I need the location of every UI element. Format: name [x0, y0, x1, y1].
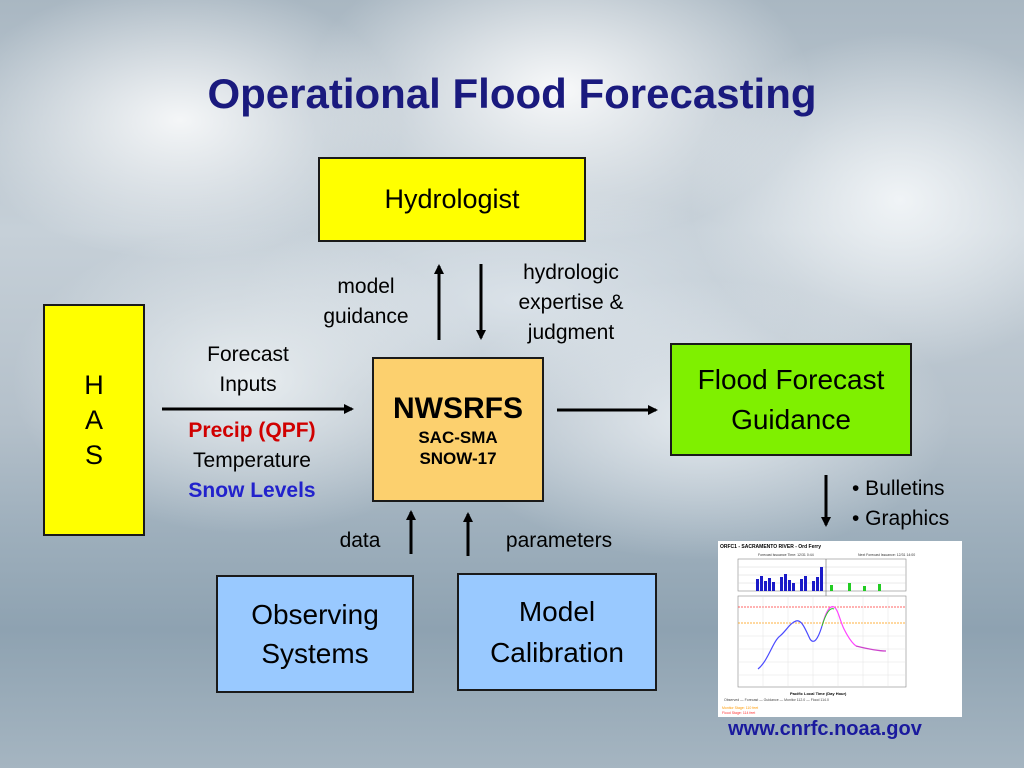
- expertise-line1: hydrologic: [523, 261, 619, 284]
- calibration-line1: Model: [518, 596, 596, 627]
- parameters-label: parameters: [505, 529, 613, 552]
- forecast-inputs-line1: Forecast: [207, 343, 289, 366]
- forecast-inputs-label: Forecast Inputs: [188, 340, 308, 400]
- hydrograph-x-label: Pacific Local Time (Day Hour): [790, 691, 847, 696]
- model-guidance-label: model guidance: [308, 272, 424, 332]
- model-calibration-box: Model Calibration: [457, 573, 657, 691]
- has-letter-s: S: [84, 439, 103, 470]
- has-box: H A S: [43, 304, 145, 536]
- model-guidance-line2: guidance: [323, 305, 409, 328]
- nwsrfs-box: NWSRFS SAC-SMA SNOW-17: [372, 357, 544, 502]
- hydrologist-label: Hydrologist: [384, 184, 520, 214]
- nwsrfs-label: NWSRFS: [393, 391, 523, 425]
- outputs-list: • Bulletins • Graphics: [852, 474, 1002, 534]
- flood-forecast-line2: Guidance: [731, 403, 851, 435]
- sac-sma-label: SAC-SMA: [418, 427, 498, 447]
- has-letter-h: H: [84, 369, 104, 400]
- hydrograph-legend: Observed — Forecast — Guidance — Monitor…: [724, 698, 829, 702]
- temperature-label: Temperature: [193, 449, 311, 472]
- hydrologic-expertise-label: hydrologic expertise & judgment: [496, 258, 646, 348]
- observing-line1: Observing: [251, 599, 379, 630]
- expertise-line3: judgment: [527, 321, 615, 344]
- hydrologist-box: Hydrologist: [318, 157, 586, 242]
- has-letter-a: A: [84, 404, 103, 435]
- bulletins-item: • Bulletins: [852, 477, 945, 500]
- observing-systems-box: Observing Systems: [216, 575, 414, 693]
- snow-17-label: SNOW-17: [419, 448, 497, 468]
- hydrograph-thumbnail: ORFC1 - SACRAMENTO RIVER - Ord Ferry For…: [718, 541, 962, 717]
- graphics-item: • Graphics: [852, 507, 950, 530]
- flood-forecast-line1: Flood Forecast: [697, 363, 885, 395]
- hydrograph-monitor-stage: Monitor Stage: 110 feet: [722, 706, 758, 710]
- observing-line2: Systems: [261, 638, 369, 669]
- model-guidance-line1: model: [337, 275, 395, 298]
- data-label: data: [339, 529, 381, 552]
- forecast-inputs-line2: Inputs: [219, 373, 277, 396]
- snow-levels-label: Snow Levels: [188, 479, 316, 502]
- hydrograph-title: ORFC1 - SACRAMENTO RIVER - Ord Ferry: [720, 544, 821, 550]
- hydrograph-next-issuance: Next Forecast Issuance: 12/31 14:00: [858, 553, 915, 557]
- website-link[interactable]: www.cnrfc.noaa.gov: [728, 718, 922, 740]
- input-variables-list: Precip (QPF) Temperature Snow Levels: [162, 416, 342, 506]
- hydrograph-issuance: Forecast Issuance Time: 12/31 0:44: [758, 553, 814, 557]
- flood-forecast-guidance-box: Flood Forecast Guidance: [670, 343, 912, 456]
- precip-qpf-label: Precip (QPF): [188, 419, 316, 442]
- calibration-line2: Calibration: [490, 637, 624, 668]
- hydrograph-flood-stage: Flood Stage: 114 feet: [722, 711, 755, 715]
- page-title: Operational Flood Forecasting: [207, 70, 817, 117]
- expertise-line2: expertise &: [518, 291, 624, 314]
